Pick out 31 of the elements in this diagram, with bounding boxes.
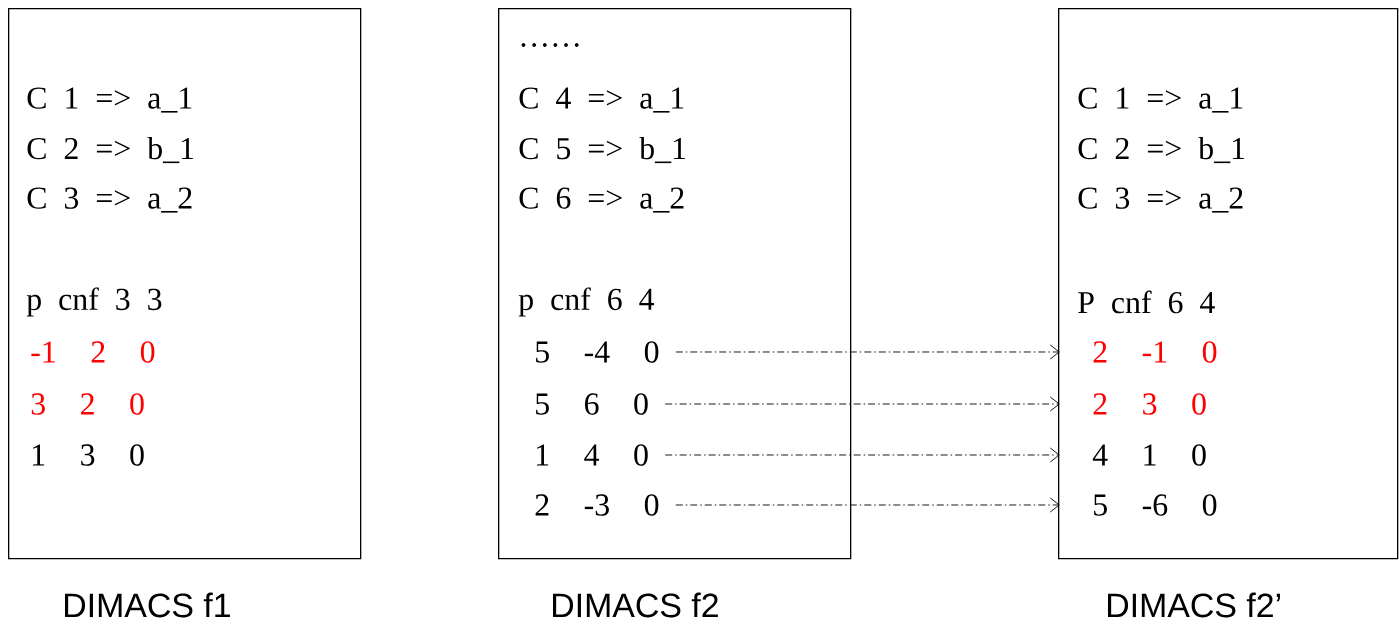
text-line: C 4 => a_1 xyxy=(519,87,684,113)
text-line: p cnf 3 3 xyxy=(26,287,162,317)
arrow xyxy=(664,396,1060,412)
clause-row: 3 2 0 xyxy=(31,393,144,415)
text-line: …… xyxy=(521,43,579,47)
text-line: C 1 => a_1 xyxy=(27,87,192,113)
clause-row: 2 -1 0 xyxy=(1093,341,1217,363)
clause-row: 2 3 0 xyxy=(1093,393,1206,415)
text-line: C 2 => b_1 xyxy=(1078,136,1245,164)
clause-row: 1 4 0 xyxy=(537,444,648,466)
node-label: DIMACS f1 xyxy=(65,592,230,618)
node-label: DIMACS f2 xyxy=(553,592,718,618)
clause-row: 5 -6 0 xyxy=(1094,494,1217,516)
arrow xyxy=(675,497,1060,513)
text-line: P cnf 6 4 xyxy=(1078,290,1215,314)
clause-row: 4 1 0 xyxy=(1092,444,1206,466)
text-line: C 2 => b_1 xyxy=(27,136,194,164)
text-line: C 3 => a_2 xyxy=(27,187,192,213)
clause-row: 2 -3 0 xyxy=(535,494,659,516)
node-label: DIMACS f2’ xyxy=(1108,592,1280,618)
arrow xyxy=(675,344,1060,360)
clause-row: 5 -4 0 xyxy=(536,341,659,363)
text-line: C 3 => a_2 xyxy=(1078,187,1243,213)
clause-row: 5 6 0 xyxy=(536,393,648,415)
arrow xyxy=(664,447,1060,463)
clause-row: 1 3 0 xyxy=(33,444,144,466)
clause-row: -1 2 0 xyxy=(31,341,155,363)
text-line: C 6 => a_2 xyxy=(519,187,684,213)
text-line: C 5 => b_1 xyxy=(519,136,686,164)
text-line: C 1 => a_1 xyxy=(1078,87,1243,113)
text-line: p cnf 6 4 xyxy=(518,287,655,317)
